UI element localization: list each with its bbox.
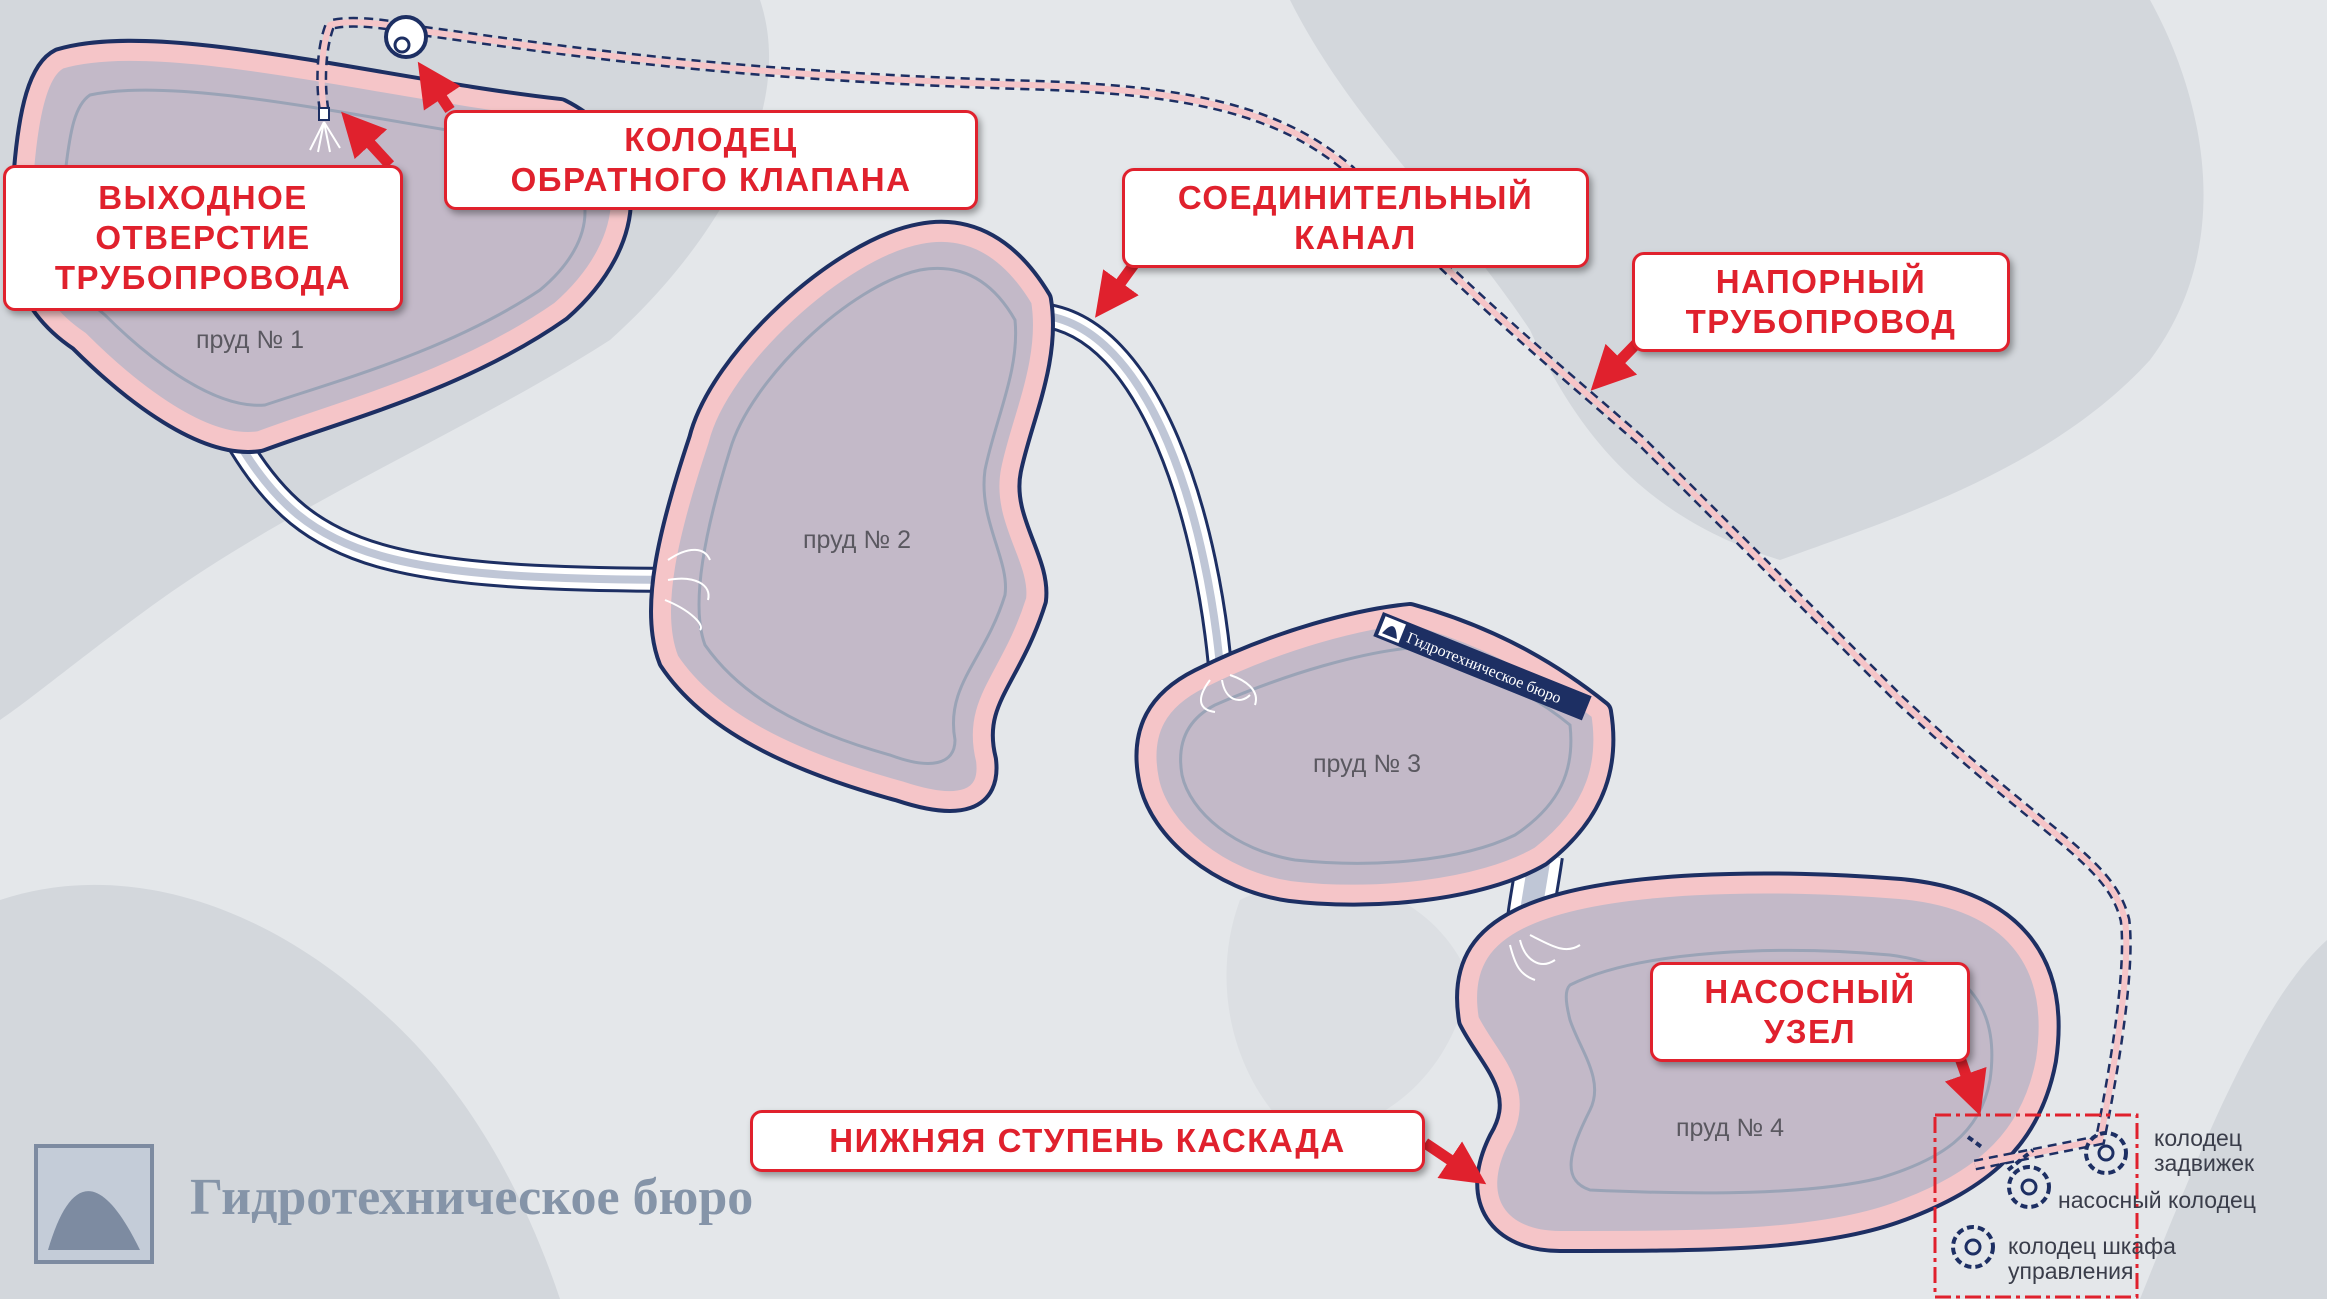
check-valve-well-symbol [384, 15, 428, 59]
channel-pond1-to-pond2 [228, 438, 701, 593]
lower-stage-callout: НИЖНЯЯ СТУПЕНЬ КАСКАДА [750, 1110, 1425, 1172]
pond-1-label: пруд № 1 [196, 326, 304, 354]
valve-well-label: колодец задвижек [2154, 1125, 2255, 1176]
outlet-splash [309, 107, 341, 153]
cabinet-well-symbol [1951, 1225, 1995, 1269]
valve-well-symbol [2084, 1131, 2128, 1175]
bureau-logo [34, 1144, 154, 1264]
pump-station-area [1933, 1113, 2139, 1299]
connecting-channel-callout: СОЕДИНИТЕЛЬНЫЙ КАНАЛ [1122, 168, 1589, 268]
pond-2-label: пруд № 2 [803, 526, 911, 554]
channel-splashes [664, 548, 1581, 981]
pressure-pipeline-callout: НАПОРНЫЙ ТРУБОПРОВОД [1632, 252, 2010, 352]
pump-well-symbol [2007, 1165, 2051, 1209]
pond-3: Гидротехническое бюро пруд № 3 [1134, 602, 1616, 907]
cabinet-well-label: колодец шкафа управления [2008, 1233, 2176, 1284]
pump-station-arrow [1944, 1056, 1987, 1116]
pond-2: пруд № 2 [649, 219, 1056, 813]
pond-3-label: пруд № 3 [1313, 750, 1421, 778]
outlet-callout: ВЫХОДНОЕ ОТВЕРСТИЕ ТРУБОПРОВОДА [3, 165, 403, 311]
bureau-logo-text: Гидротехническое бюро [190, 1169, 754, 1226]
lower-stage-arrow [1421, 1138, 1487, 1185]
channel-pond2-to-pond3 [1038, 302, 1235, 691]
pond-4-label: пруд № 4 [1676, 1114, 1784, 1142]
pump-station-callout: НАСОСНЫЙ УЗЕЛ [1650, 962, 1970, 1062]
outlet-arrow [341, 111, 395, 169]
check-valve-arrow [417, 61, 461, 114]
connecting-channel-arrow [1095, 259, 1140, 318]
check-valve-well-callout: КОЛОДЕЦ ОБРАТНОГО КЛАПАНА [444, 110, 978, 210]
pump-well-label: насосный колодец [2058, 1187, 2256, 1213]
